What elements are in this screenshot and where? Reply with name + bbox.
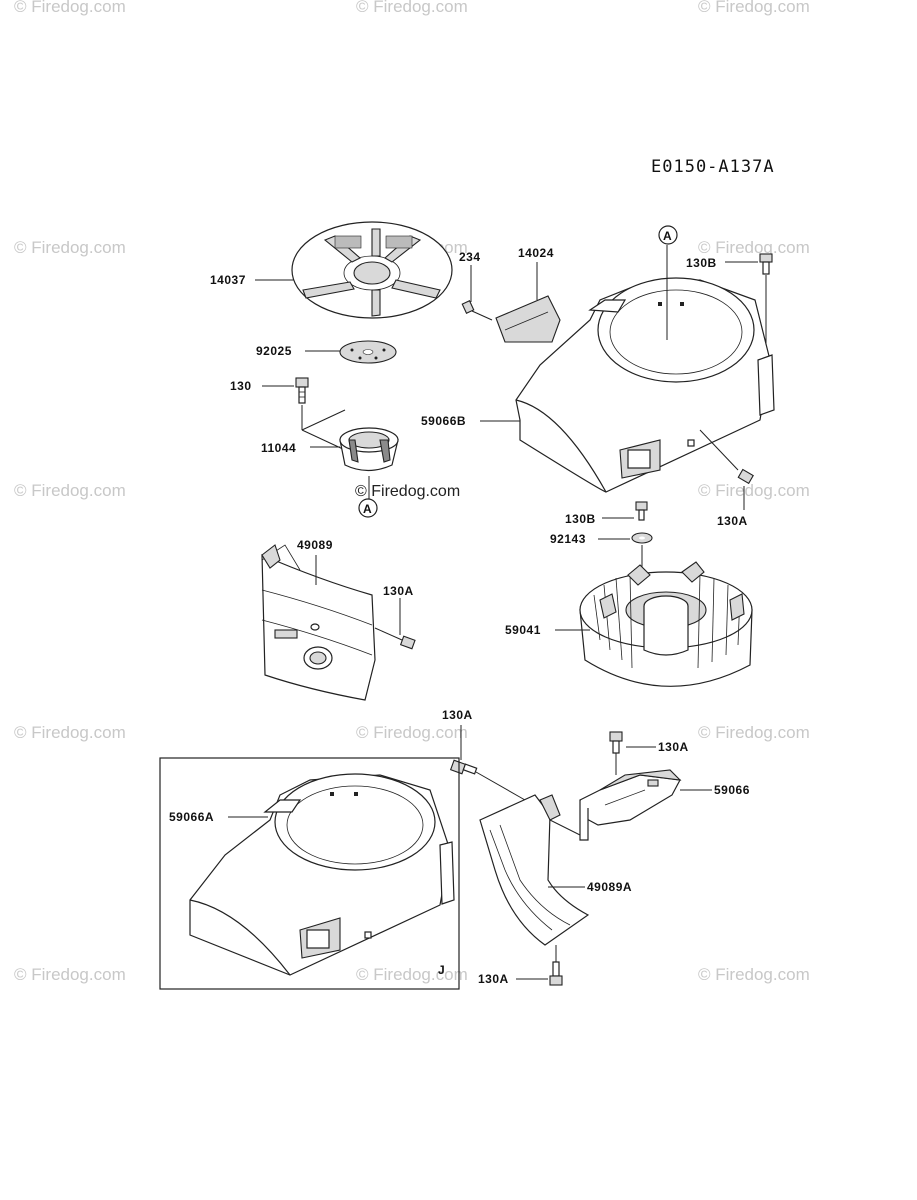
watermark: © Firedog.com <box>356 965 468 984</box>
part-92143-washer <box>631 532 653 544</box>
label-59066b: 59066B <box>421 414 466 428</box>
alt-part-box <box>159 757 460 990</box>
part-130a-left-bolt <box>374 627 416 650</box>
watermark: © Firedog.com <box>14 0 126 16</box>
part-130a-bottom-bolt <box>549 945 563 986</box>
part-59041-flywheel <box>579 561 753 687</box>
label-49089: 49089 <box>297 538 333 552</box>
label-92025: 92025 <box>256 344 292 358</box>
part-130a-bracket-bolt <box>609 731 623 775</box>
watermark-center: © Firedog.com <box>355 483 460 500</box>
callout-a-bottom <box>358 498 378 518</box>
label-130b-top: 130B <box>686 256 717 270</box>
part-92025-plate <box>339 340 397 364</box>
callout-a-bottom-text: A <box>363 502 372 516</box>
watermark: © Firedog.com <box>14 238 126 257</box>
watermark: © Firedog.com <box>14 481 126 500</box>
part-130b-mid-bolt <box>635 501 648 521</box>
part-11044-hub <box>339 427 399 500</box>
watermark: © Firedog.com <box>698 723 810 742</box>
part-130b-top-bolt <box>759 253 773 345</box>
label-59066a: 59066A <box>169 810 214 824</box>
part-49089a-shroud <box>479 794 590 946</box>
watermark: © Firedog.com <box>356 723 468 742</box>
part-14024-guard <box>495 295 561 343</box>
label-11044: 11044 <box>261 441 296 455</box>
part-130a-right-bolt <box>699 429 754 485</box>
watermark: © Firedog.com <box>14 723 126 742</box>
label-234: 234 <box>459 250 481 264</box>
label-130a-right: 130A <box>717 514 748 528</box>
label-130: 130 <box>230 379 252 393</box>
label-59066: 59066 <box>714 783 750 797</box>
watermark: © Firedog.com <box>356 0 468 16</box>
watermark: © Firedog.com <box>698 238 810 257</box>
diagram-reference-id: E0150-A137A <box>651 157 775 177</box>
watermark: © Firedog.com <box>698 481 810 500</box>
callout-a-top-text: A <box>663 229 672 243</box>
watermark: © Firedog.com <box>14 965 126 984</box>
label-92143: 92143 <box>550 532 586 546</box>
watermark: © Firedog.com <box>698 0 810 16</box>
part-130a-midtop-bolt <box>449 759 526 801</box>
part-49089-shroud <box>261 544 376 701</box>
label-130a-bottom: 130A <box>478 972 509 986</box>
label-130a-bracket: 130A <box>658 740 689 754</box>
label-130b-mid: 130B <box>565 512 596 526</box>
label-49089a: 49089A <box>587 880 632 894</box>
part-59066-bracket <box>579 769 682 841</box>
watermark: © Firedog.com <box>698 965 810 984</box>
box-corner-label: J <box>438 963 445 977</box>
part-59066a-housing <box>189 773 455 976</box>
label-130a-midtop: 130A <box>442 708 473 722</box>
part-59066b-housing <box>515 245 775 493</box>
label-14037: 14037 <box>210 273 246 287</box>
label-59041: 59041 <box>505 623 541 637</box>
part-14037-screen <box>291 221 453 319</box>
part-234-screw <box>461 300 493 321</box>
center-watermark-text: © Firedog.com <box>355 483 460 500</box>
callout-a-top <box>658 225 678 245</box>
label-130a-left: 130A <box>383 584 414 598</box>
part-130-bolt <box>295 377 309 404</box>
label-14024: 14024 <box>518 246 554 260</box>
watermarks: © Firedog.com © Firedog.com © Firedog.co… <box>14 0 810 984</box>
